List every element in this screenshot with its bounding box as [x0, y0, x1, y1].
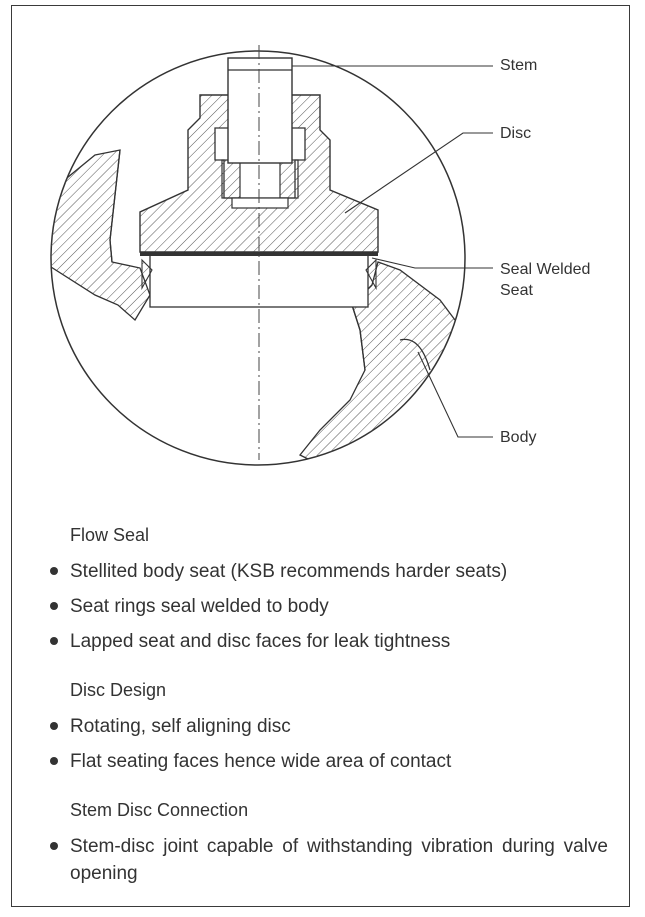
list-item-text: Stem-disc joint capable of withstanding … [70, 836, 608, 884]
bullet-dot [50, 842, 58, 850]
seal-leader [371, 257, 493, 269]
list-item-text: Lapped seat and disc faces for leak tigh… [70, 631, 451, 652]
stem-label: Stem [500, 57, 538, 74]
bullet-dot [50, 567, 58, 575]
seal-welded-label: Seal Welded [500, 261, 591, 278]
list-item: Seat rings seal welded to body [50, 593, 610, 620]
body-label: Body [500, 429, 537, 446]
valve-cross-section-diagram [50, 45, 493, 466]
disc-leader [344, 132, 493, 214]
list-item: Flat seating faces hence wide area of co… [50, 748, 610, 775]
list-item: Stellited body seat (KSB recommends hard… [50, 558, 610, 585]
bullet-dot [50, 757, 58, 765]
seat-label: Seat [500, 282, 533, 299]
bullet-dot [50, 637, 58, 645]
list-item-text: Flat seating faces hence wide area of co… [70, 751, 452, 772]
list-item: Stem-disc joint capable of withstanding … [50, 833, 610, 887]
list-item-text: Rotating, self aligning disc [70, 716, 291, 737]
stem-shaft [227, 57, 293, 164]
section-heading-disc-design: Disc Design [70, 680, 167, 700]
body-leader [417, 351, 493, 438]
disc-label: Disc [500, 125, 532, 142]
section-heading-stem-disc-connection: Stem Disc Connection [70, 800, 249, 820]
list-item-text: Stellited body seat (KSB recommends hard… [70, 561, 508, 582]
list-item: Lapped seat and disc faces for leak tigh… [50, 628, 610, 655]
bullet-dot [50, 722, 58, 730]
bullet-dot [50, 602, 58, 610]
list-item-text: Seat rings seal welded to body [70, 596, 329, 617]
list-item: Rotating, self aligning disc [50, 713, 610, 740]
section-heading-flow-seal: Flow Seal [70, 525, 150, 545]
page-frame [11, 5, 630, 907]
